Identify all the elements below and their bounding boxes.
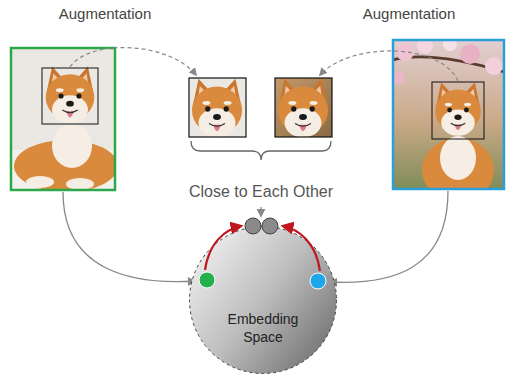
node-text: Embedding Space bbox=[220, 311, 306, 346]
dog-photo-left bbox=[10, 47, 116, 191]
caption-label: Augmentation bbox=[334, 5, 484, 22]
embedding-circle: Embedding Space bbox=[188, 225, 338, 375]
crop-left bbox=[189, 78, 246, 137]
dog-photo-right bbox=[392, 39, 505, 190]
crop-right bbox=[275, 78, 332, 137]
circle-outline bbox=[188, 225, 338, 375]
caption-label: Augmentation bbox=[30, 5, 180, 22]
caption-label: Close to Each Other bbox=[161, 183, 361, 201]
